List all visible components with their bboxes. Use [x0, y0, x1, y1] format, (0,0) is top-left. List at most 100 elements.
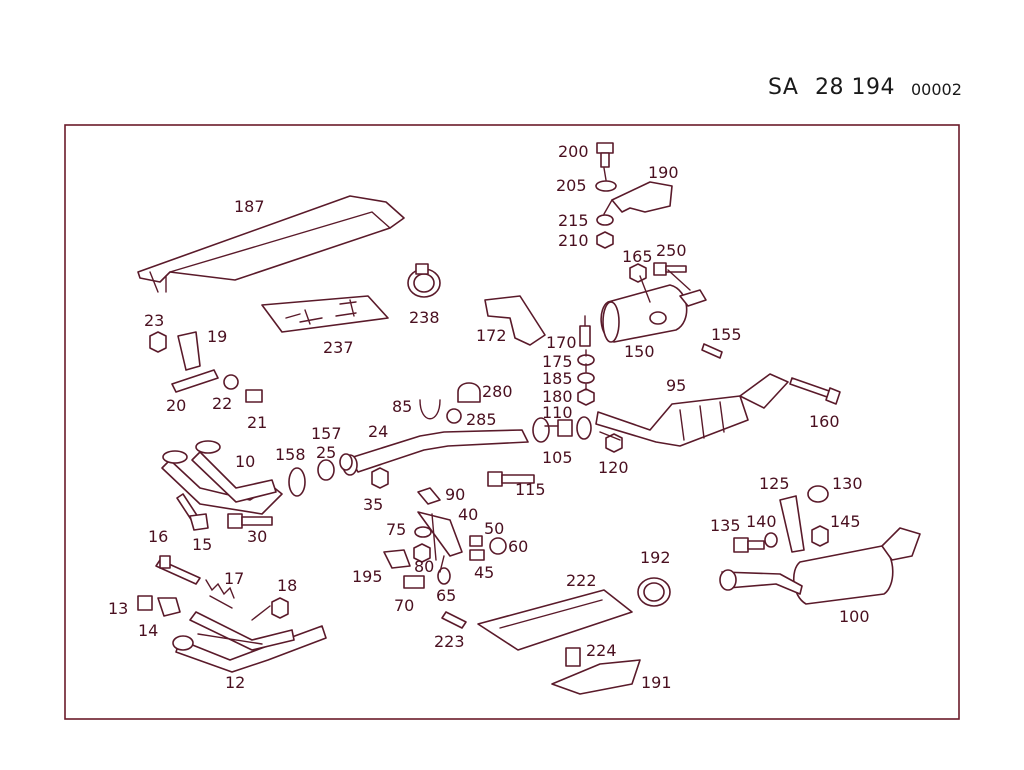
label-15: 15 [192, 535, 212, 554]
ring-25[interactable] [339, 453, 353, 471]
spring-17[interactable] [205, 579, 235, 599]
rear-muffler-100[interactable] [719, 527, 921, 605]
label-250: 250 [656, 241, 687, 260]
bushing-60[interactable] [489, 537, 507, 555]
bracket-172[interactable] [484, 295, 546, 346]
label-158: 158 [275, 445, 306, 464]
nut-35[interactable] [371, 467, 389, 489]
clip-224[interactable] [565, 647, 581, 667]
bracket-19[interactable] [177, 331, 201, 371]
fitting-14[interactable] [157, 597, 181, 617]
bracket-90[interactable] [417, 487, 441, 505]
bolt-250[interactable] [653, 262, 687, 276]
nut-165[interactable] [629, 263, 647, 283]
bolt-115[interactable] [487, 471, 535, 487]
manifold-pipe-10[interactable] [161, 440, 283, 515]
label-175: 175 [542, 352, 573, 371]
washer-140[interactable] [764, 532, 778, 548]
sleeve-110[interactable] [557, 419, 573, 437]
label-192: 192 [640, 548, 671, 567]
label-140: 140 [746, 512, 777, 531]
washer-285[interactable] [446, 408, 462, 424]
cap-13[interactable] [137, 595, 153, 611]
bolt-21[interactable] [245, 389, 263, 403]
label-40: 40 [458, 505, 478, 524]
label-187: 187 [234, 197, 265, 216]
nut-210[interactable] [596, 231, 614, 249]
catalytic-converter-95[interactable] [595, 373, 789, 447]
washer-215[interactable] [596, 214, 614, 226]
heat-shield-187[interactable] [137, 195, 405, 293]
drawing-header: SA 28 194 00002 [0, 0, 1024, 120]
rubber-130[interactable] [807, 485, 829, 503]
label-105: 105 [542, 448, 573, 467]
label-200: 200 [558, 142, 589, 161]
washer-65[interactable] [437, 567, 451, 585]
label-238: 238 [409, 308, 440, 327]
label-95: 95 [666, 376, 686, 395]
gasket-158[interactable] [288, 467, 306, 497]
strap-20[interactable] [171, 369, 219, 393]
nut-120[interactable] [605, 433, 623, 453]
label-14: 14 [138, 621, 158, 640]
u-bolt-85[interactable] [419, 399, 441, 420]
bolt-135[interactable] [733, 537, 765, 553]
bolt-15[interactable] [176, 493, 209, 531]
rubber-mount-170[interactable] [579, 315, 591, 347]
seal-ring-157[interactable] [317, 459, 335, 481]
washer-22[interactable] [223, 374, 239, 390]
label-205: 205 [556, 176, 587, 195]
flange-ring[interactable] [576, 416, 592, 440]
label-25: 25 [316, 443, 336, 462]
bracket-195[interactable] [383, 549, 411, 569]
label-85: 85 [392, 397, 412, 416]
clamp-238[interactable] [407, 263, 441, 298]
label-50: 50 [484, 519, 504, 538]
label-285: 285 [466, 410, 497, 429]
washer-75[interactable] [414, 526, 432, 538]
bolt-16[interactable] [155, 555, 201, 585]
bolt-50[interactable] [469, 535, 483, 547]
front-pipe-12[interactable] [172, 611, 327, 673]
heat-shield-222[interactable] [477, 589, 633, 651]
hanger-125[interactable] [779, 495, 805, 553]
label-70: 70 [394, 596, 414, 615]
label-135: 135 [710, 516, 741, 535]
bolt-160[interactable] [789, 377, 841, 405]
label-223: 223 [434, 632, 465, 651]
label-195: 195 [352, 567, 383, 586]
nut-18[interactable] [271, 597, 289, 619]
muffler-150[interactable] [600, 284, 707, 343]
nut-80[interactable] [413, 543, 431, 563]
bolt-223[interactable] [441, 611, 467, 629]
label-16: 16 [148, 527, 168, 546]
gasket-105[interactable] [532, 417, 550, 443]
heat-shield-191[interactable] [551, 659, 641, 695]
bushing-45[interactable] [469, 549, 485, 561]
diagram-frame [64, 124, 960, 720]
lock-washer-205[interactable] [595, 180, 617, 192]
label-130: 130 [832, 474, 863, 493]
label-180: 180 [542, 387, 573, 406]
bolt-70[interactable] [403, 575, 425, 589]
label-19: 19 [207, 327, 227, 346]
washer-185[interactable] [577, 372, 595, 384]
label-224: 224 [586, 641, 617, 660]
label-185: 185 [542, 369, 573, 388]
bracket-190[interactable] [611, 181, 673, 213]
bolt-30[interactable] [227, 513, 273, 529]
label-125: 125 [759, 474, 790, 493]
label-60: 60 [508, 537, 528, 556]
nut-23[interactable] [149, 331, 167, 353]
clamp-192[interactable] [637, 577, 671, 607]
drawing-prefix: SA [768, 75, 799, 100]
shield-plate-237[interactable] [261, 295, 389, 333]
stud-155[interactable] [701, 343, 723, 359]
bracket-40[interactable] [417, 511, 463, 557]
label-190: 190 [648, 163, 679, 182]
bolt-200[interactable] [596, 142, 614, 168]
cap-nut-280[interactable] [457, 382, 481, 403]
nut-145[interactable] [811, 525, 829, 547]
label-165: 165 [622, 247, 653, 266]
nut-180[interactable] [577, 388, 595, 406]
